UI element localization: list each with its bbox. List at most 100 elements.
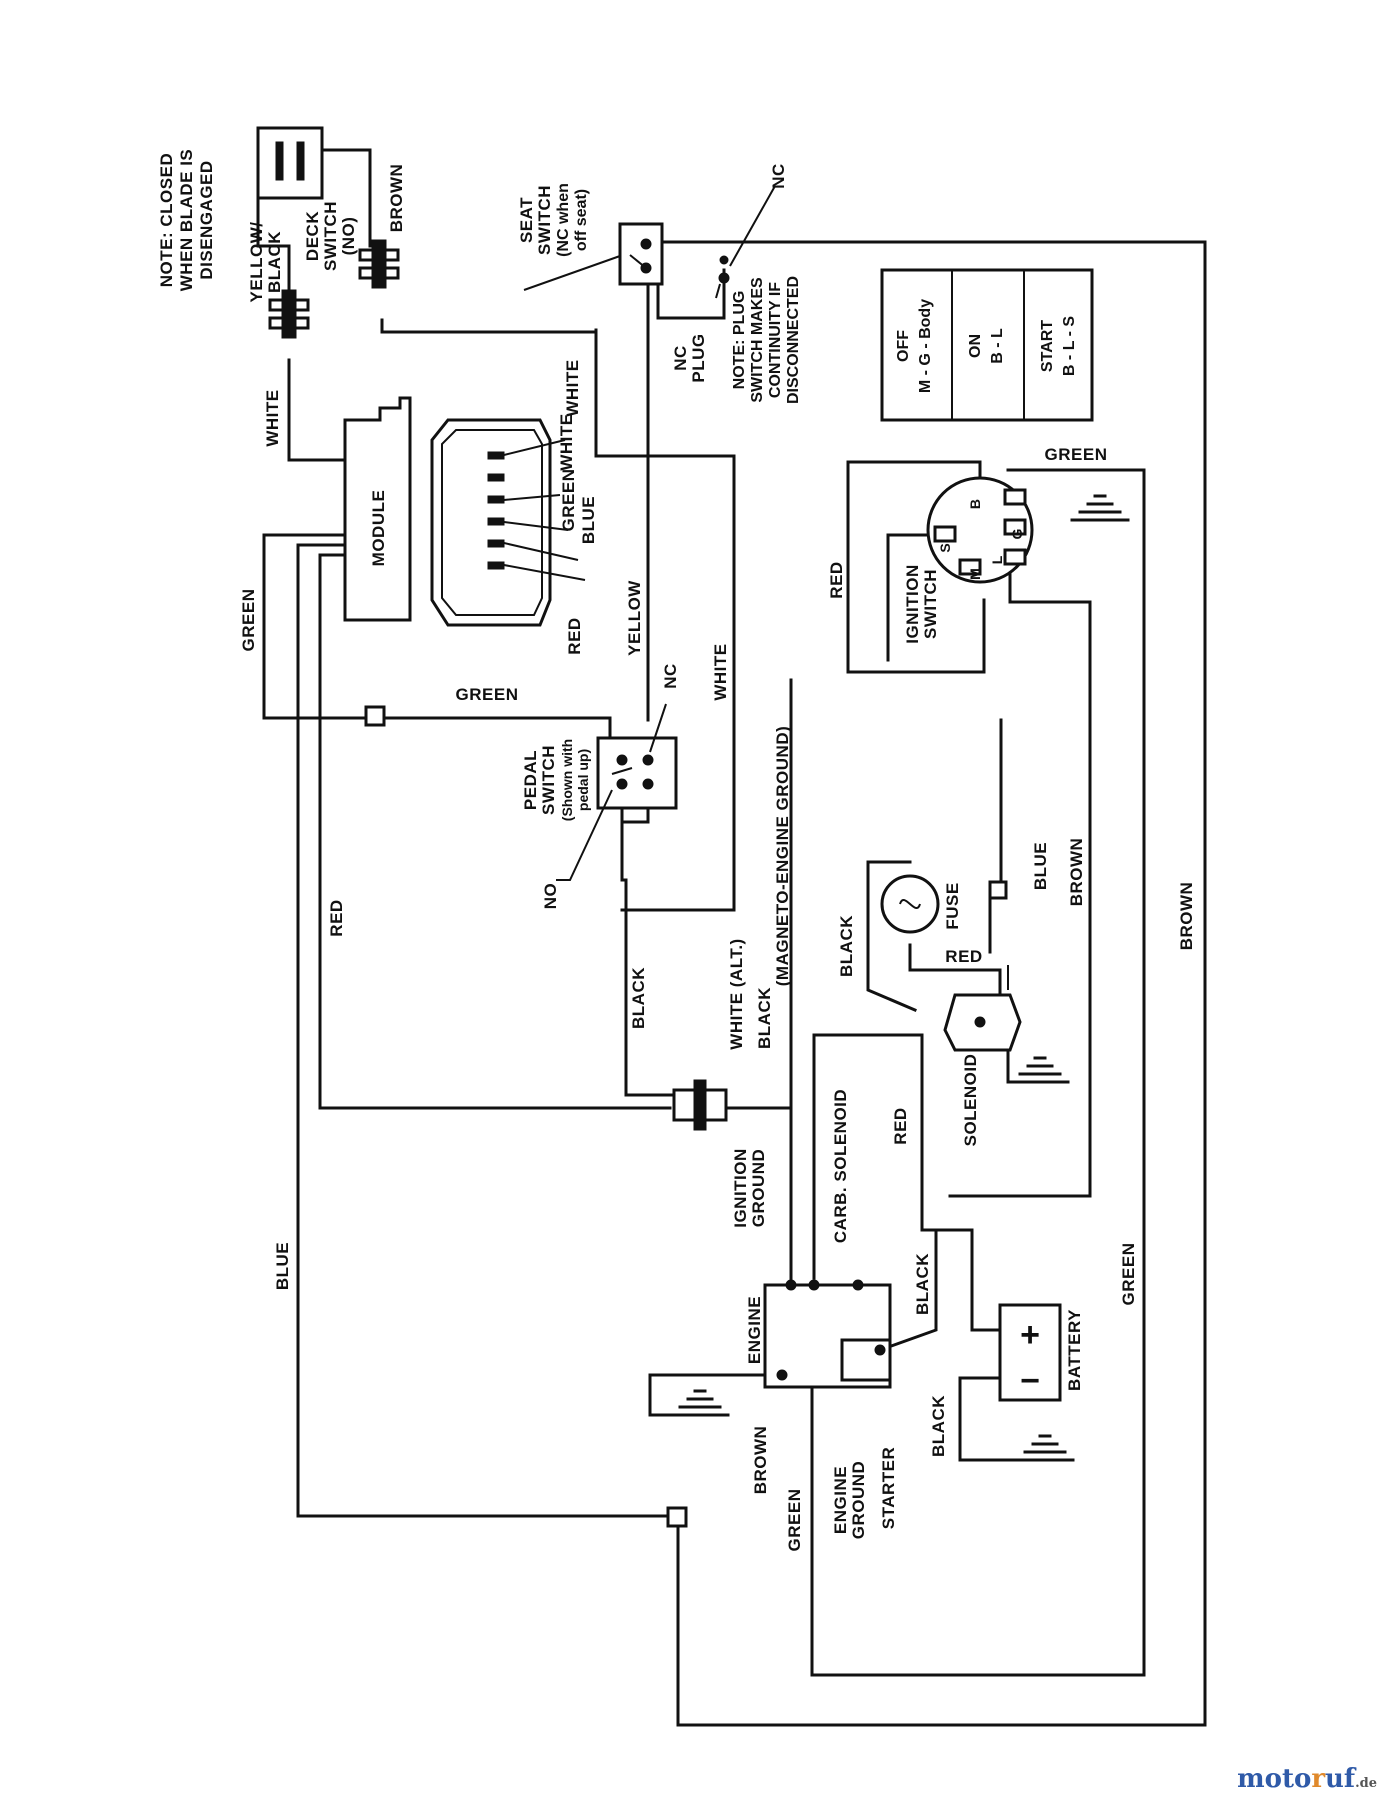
ground-solenoid	[1010, 1056, 1070, 1084]
note-plug-3: CONTINUITY IF	[767, 282, 784, 398]
key-off-pos: OFF	[895, 330, 912, 362]
deck-switch-label-1: DECK	[303, 211, 322, 261]
blue-module-label: BLUE	[579, 496, 598, 544]
brown-connector	[358, 239, 400, 289]
nc-top-label: NC	[769, 163, 788, 189]
black-starter-label: BLACK	[913, 1253, 932, 1315]
watermark-logo: motoruf.de	[1237, 1764, 1377, 1794]
ignition-switch-label-2: SWITCH	[921, 569, 940, 639]
seat-switch-label-2: SWITCH	[535, 185, 554, 255]
solenoid	[943, 965, 1022, 1052]
deck-switch	[256, 126, 324, 200]
battery-minus: −	[1020, 1362, 1040, 1400]
white-top-label: WHITE	[563, 359, 582, 416]
blue-junction	[666, 1506, 688, 1528]
green-ignition-label: GREEN	[1045, 445, 1108, 464]
note-plug-1: NOTE: PLUG	[731, 291, 748, 390]
black-pedal-wire	[620, 798, 674, 1097]
deck-top-wire	[320, 148, 372, 248]
ignition-ground-label-1: IGNITION	[731, 1148, 750, 1228]
fuse-label: FUSE	[943, 882, 962, 929]
battery: + −	[998, 1303, 1062, 1402]
battery-black-wire	[958, 1376, 1042, 1462]
pedal-switch	[556, 703, 678, 881]
brown-inner-label: BROWN	[1067, 838, 1086, 907]
deck-switch-label-3: (NO)	[339, 217, 358, 256]
carb-solenoid-label: CARB. SOLENOID	[831, 1089, 850, 1243]
blue-fuse-label: BLUE	[1031, 842, 1050, 890]
ground-engine	[670, 1389, 730, 1417]
note-blade-1: NOTE: CLOSED	[157, 153, 176, 287]
nc-pedal-label: NC	[661, 663, 680, 689]
key-start-pos: START	[1039, 320, 1056, 372]
fuse-holder	[988, 880, 1008, 900]
component-labels: YELLOW/ BLACK DECK SWITCH (NO) BROWN WHI…	[239, 163, 1196, 1551]
key-start-circuit: B - L - S	[1061, 316, 1078, 376]
ground-symbols	[670, 494, 1130, 1462]
red-fuse-wire	[908, 943, 1002, 1012]
nc-plug-switch	[715, 185, 776, 299]
note-blade-2: WHEN BLADE IS	[177, 149, 196, 292]
pedal-switch-label-2: SWITCH	[539, 745, 558, 815]
deck-switch-label-2: SWITCH	[321, 201, 340, 271]
red-ignition-label: RED	[827, 561, 846, 598]
note-plug-2: SWITCH MAKES	[749, 277, 766, 403]
terminal-l: L	[989, 555, 1005, 564]
white-pedal-label: WHITE	[711, 643, 730, 700]
wires	[256, 148, 1207, 1727]
ground-battery	[1015, 1434, 1075, 1462]
engine-label: ENGINE	[745, 1296, 764, 1364]
red-fuse-label: RED	[945, 947, 982, 966]
starter-label: STARTER	[879, 1447, 898, 1530]
engine-ground-label-2: GROUND	[849, 1461, 868, 1540]
ignition-switch-label-1: IGNITION	[903, 564, 922, 644]
green-pedal-wire	[366, 716, 612, 747]
nc-plug-label-2: PLUG	[689, 333, 708, 382]
module-label: MODULE	[369, 490, 388, 567]
battery-label: BATTERY	[1065, 1309, 1084, 1391]
terminal-m: M	[967, 568, 983, 580]
black-fuse-wire	[866, 860, 917, 1012]
yellow-black-label-2: BLACK	[265, 231, 284, 293]
watermark-part-a: moto	[1237, 1764, 1312, 1794]
black-alt-label: BLACK	[755, 987, 774, 1049]
red-solenoid-label: RED	[891, 1107, 910, 1144]
green-mid-label: GREEN	[456, 685, 519, 704]
seat-switch-label-4: off seat)	[573, 189, 590, 251]
brown-deck-label: BROWN	[387, 164, 406, 233]
green-module-wire	[262, 533, 370, 720]
connector-engine-wire	[720, 1106, 793, 1282]
black-battery-label: BLACK	[929, 1395, 948, 1457]
pedal-switch-label-1: PEDAL	[521, 750, 540, 810]
yellow-label: YELLOW	[625, 580, 644, 656]
watermark-part-d: .de	[1355, 1776, 1377, 1791]
deck-brown-wire	[380, 318, 598, 334]
starter-black-wire	[878, 1228, 938, 1352]
key-on-pos: ON	[967, 334, 984, 358]
green-outer-label: GREEN	[1119, 1243, 1138, 1306]
ignition-ground-label-2: GROUND	[749, 1149, 768, 1228]
black-fuse-label: BLACK	[837, 915, 856, 977]
green-module-label: GREEN	[559, 469, 578, 532]
engine-ground-label-1: ENGINE	[831, 1466, 850, 1534]
yellow-black-label-1: YELLOW/	[247, 222, 266, 303]
green-left-label: GREEN	[239, 589, 258, 652]
green-junction	[364, 705, 386, 727]
note-blade-3: DISENGAGED	[197, 160, 216, 279]
black-white-connector	[672, 1079, 728, 1131]
module-connector	[430, 418, 586, 627]
blue-long-wire	[296, 543, 670, 1518]
nc-plug-label-1: NC	[671, 345, 690, 371]
s-terminal-wire	[886, 533, 937, 662]
seat-switch-label-1: SEAT	[517, 197, 536, 243]
carb-solenoid-wire	[812, 1033, 924, 1280]
green-ground-wire	[810, 468, 1146, 1677]
white-alt-label: WHITE (ALT.)	[727, 938, 746, 1049]
white-module-wire	[594, 328, 736, 912]
red-connector-wire	[318, 553, 672, 1110]
no-pedal-label: NO	[541, 883, 560, 910]
module: MODULE	[343, 396, 412, 622]
seat-switch-label-3: (NC when	[555, 183, 572, 257]
brown-engine-label: BROWN	[751, 1426, 770, 1495]
engine	[763, 1279, 892, 1389]
